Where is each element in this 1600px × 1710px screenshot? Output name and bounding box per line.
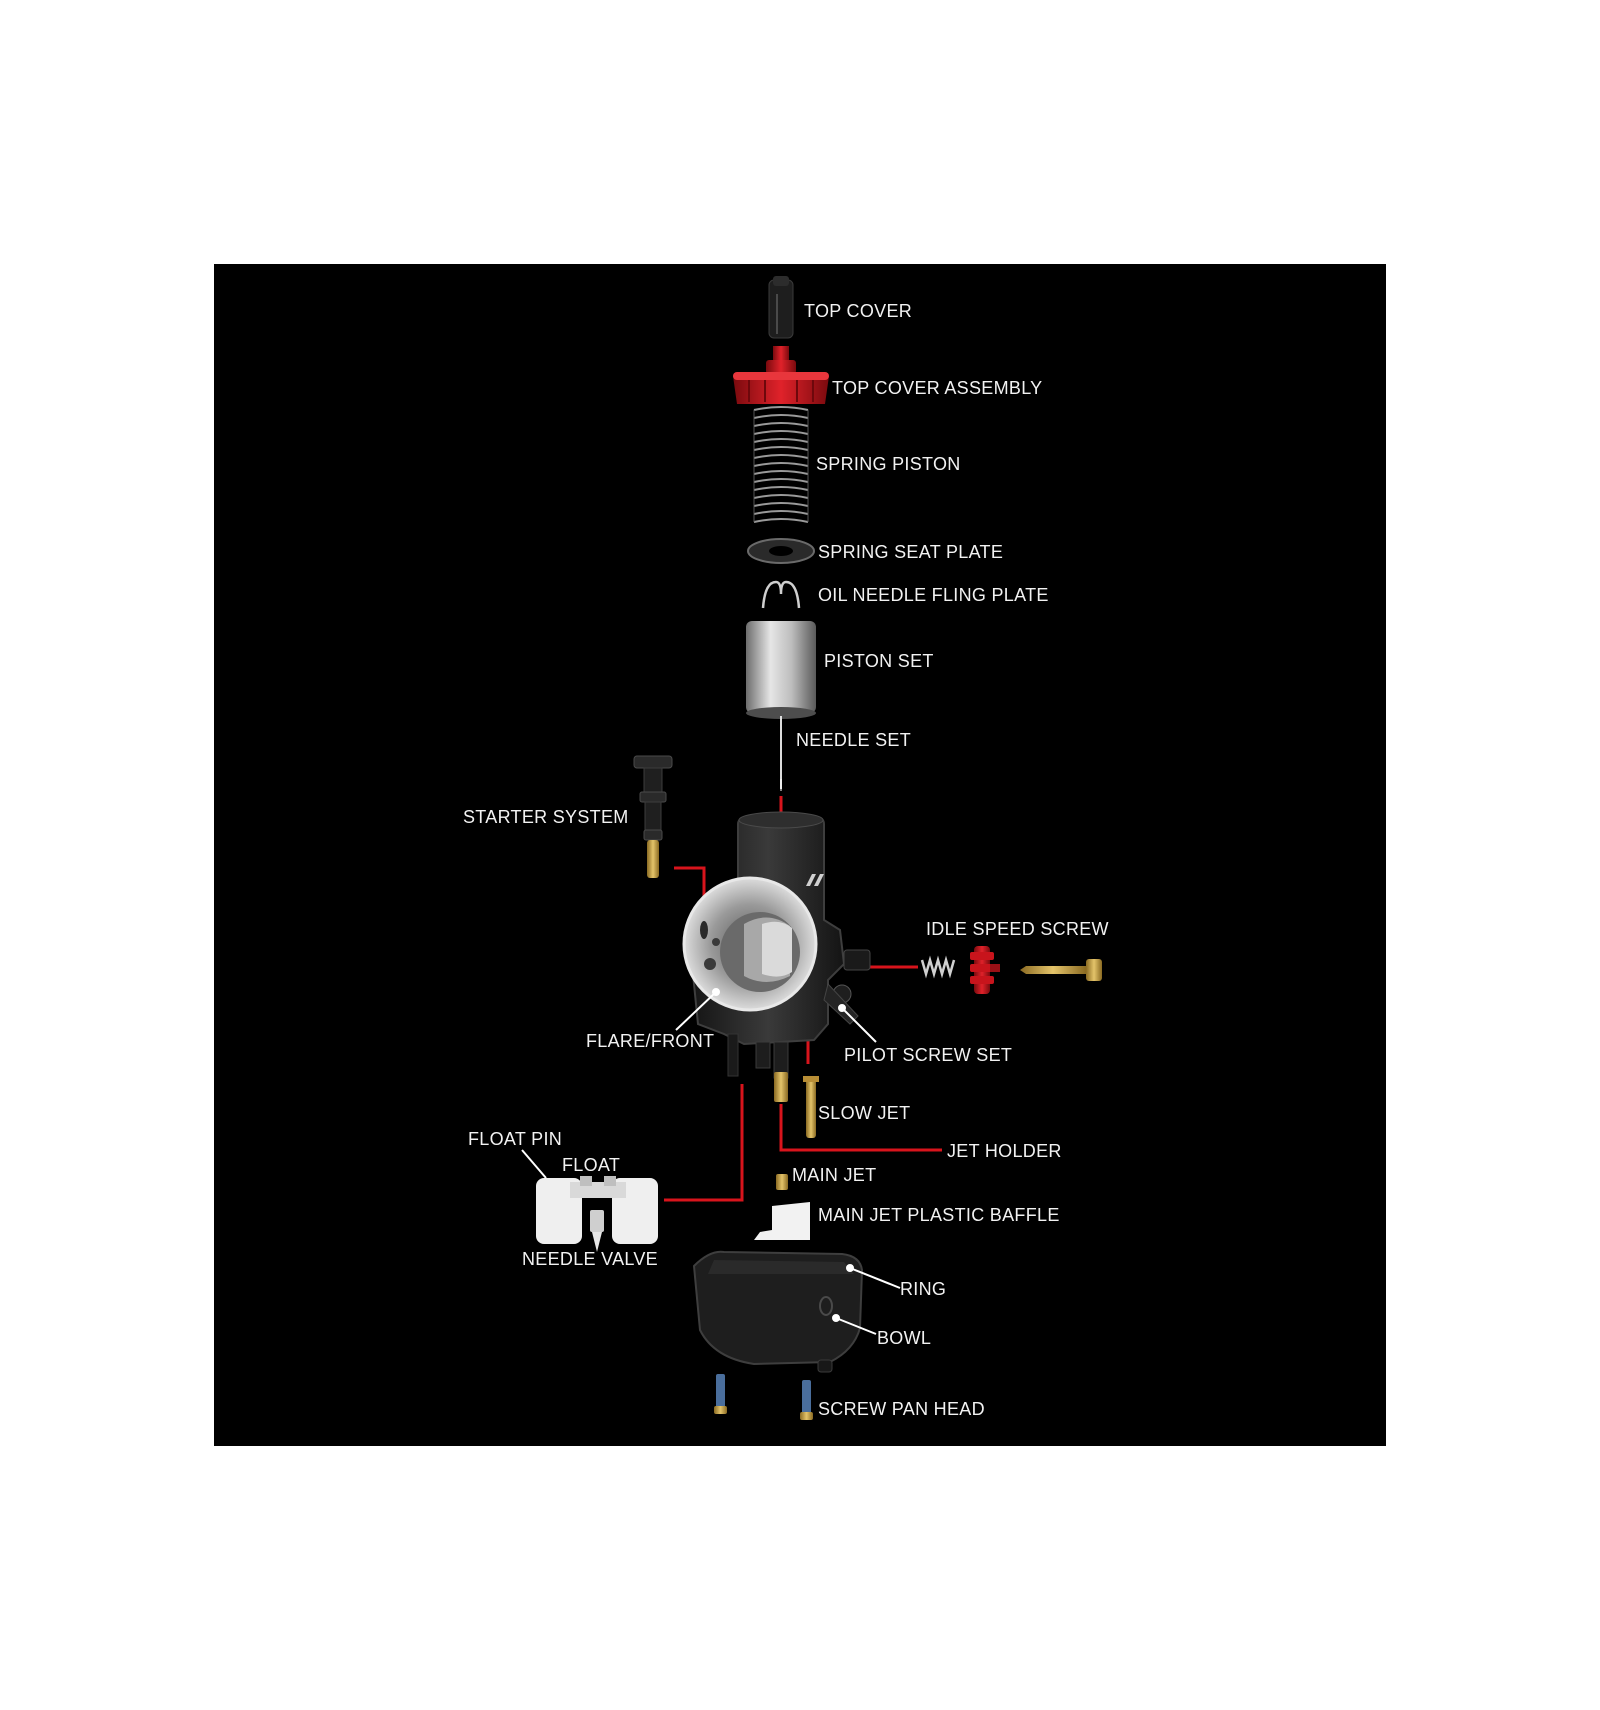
- label-piston-set: PISTON SET: [824, 651, 934, 671]
- idle-speed-brass-screw: [1020, 959, 1102, 981]
- float-leader: [664, 1084, 744, 1202]
- label-main-jet-plastic-baffle: MAIN JET PLASTIC BAFFLE: [818, 1205, 1060, 1225]
- main-jet-plastic-baffle-part: [754, 1202, 810, 1240]
- label-pilot-screw-set: PILOT SCREW SET: [844, 1045, 1012, 1065]
- float-part: [536, 1176, 658, 1244]
- leader-lines: [664, 796, 942, 1202]
- top-cover-part: [768, 276, 794, 339]
- bowl-part: [692, 1250, 864, 1373]
- flare-pointer: [675, 991, 717, 1031]
- exploded-diagram-panel: TOP COVER TOP COVER ASSEMBLY SPRING PIST…: [214, 264, 1386, 1446]
- label-spring-seat-plate: SPRING SEAT PLATE: [818, 542, 1003, 562]
- label-screw-pan-head: SCREW PAN HEAD: [818, 1399, 985, 1419]
- idle-speed-knob: [970, 946, 1000, 994]
- screw-pan-head-part: [714, 1374, 813, 1420]
- main-jet-part: [776, 1174, 788, 1190]
- spring-seat-plate-part: [747, 538, 815, 564]
- jet-holder-leader: [779, 1104, 942, 1152]
- label-needle-valve: NEEDLE VALVE: [522, 1249, 658, 1269]
- idle-speed-screw-part: [920, 946, 1102, 994]
- pilot-screw-pointer: [841, 1007, 877, 1043]
- label-starter-system: STARTER SYSTEM: [463, 807, 629, 827]
- starter-system-part: [633, 755, 673, 878]
- jet-holder-part: [774, 1072, 788, 1102]
- label-top-cover-assembly: TOP COVER ASSEMBLY: [832, 378, 1042, 398]
- bowl-pointer: [835, 1317, 877, 1335]
- label-float: FLOAT: [562, 1155, 620, 1175]
- piston-set-part: [746, 621, 816, 719]
- label-idle-speed-screw: IDLE SPEED SCREW: [926, 919, 1109, 939]
- label-needle-set: NEEDLE SET: [796, 730, 911, 750]
- label-jet-holder: JET HOLDER: [947, 1141, 1062, 1161]
- labels: TOP COVER TOP COVER ASSEMBLY SPRING PIST…: [463, 301, 1109, 1419]
- flare-pointer-dot: [712, 988, 720, 996]
- spring-piston-part: [753, 406, 809, 523]
- label-bowl: BOWL: [877, 1328, 931, 1348]
- label-top-cover: TOP COVER: [804, 301, 912, 321]
- label-float-pin: FLOAT PIN: [468, 1129, 562, 1149]
- top-cover-assembly-part: [733, 346, 829, 404]
- float-pin-pointer: [521, 1149, 547, 1179]
- label-spring-piston: SPRING PISTON: [816, 454, 961, 474]
- needle-valve-part: [590, 1210, 604, 1252]
- oil-needle-fling-plate-part: [761, 580, 801, 609]
- label-main-jet: MAIN JET: [792, 1165, 876, 1185]
- ring-pointer: [849, 1267, 901, 1289]
- carburetor-body-part: [682, 811, 871, 1079]
- slow-jet-part: [803, 1076, 819, 1138]
- label-slow-jet: SLOW JET: [818, 1103, 910, 1123]
- label-flare-front: FLARE/FRONT: [586, 1031, 714, 1051]
- label-oil-needle-fling-plate: OIL NEEDLE FLING PLATE: [818, 585, 1049, 605]
- pointer-lines: [521, 988, 901, 1335]
- carburetor-exploded-view: TOP COVER TOP COVER ASSEMBLY SPRING PIST…: [463, 276, 1109, 1420]
- label-ring: RING: [900, 1279, 946, 1299]
